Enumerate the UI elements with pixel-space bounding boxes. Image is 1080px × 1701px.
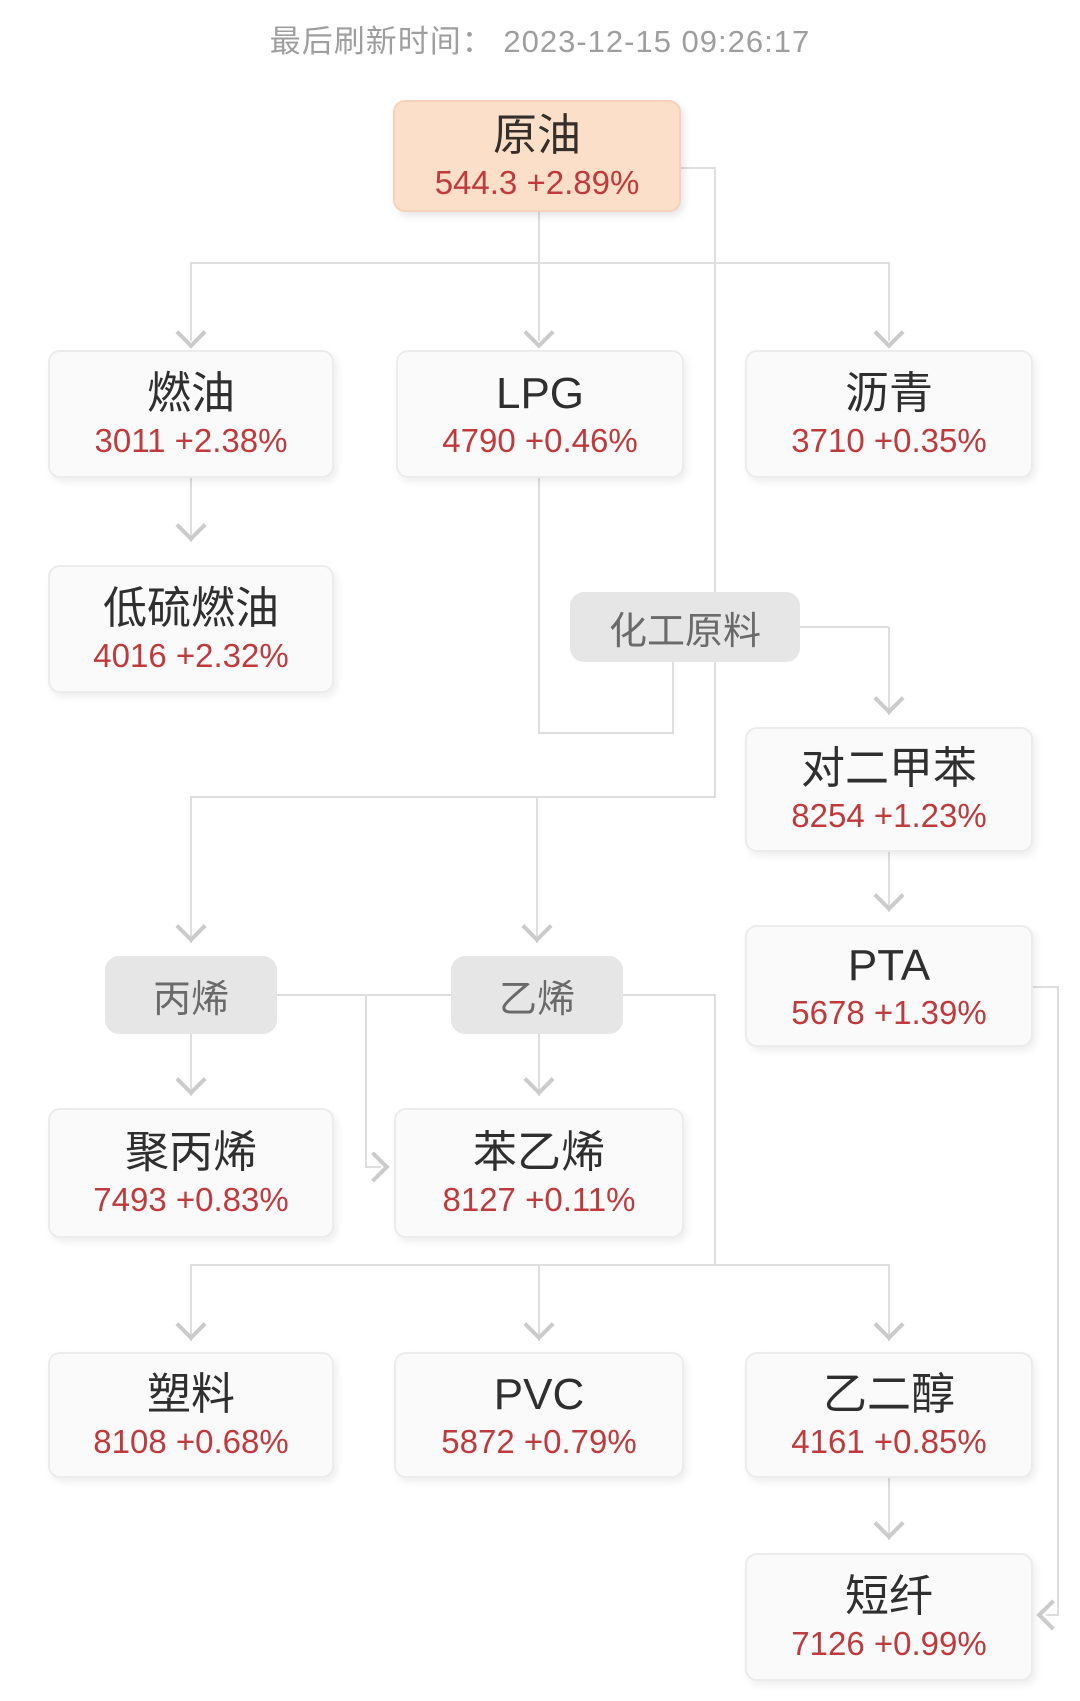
- node-value: 5872 +0.79%: [441, 1422, 637, 1460]
- connector-line: [538, 1265, 540, 1341]
- connector-line: [888, 1265, 890, 1341]
- node-value: 3710 +0.35%: [791, 421, 987, 459]
- connector-line: [190, 263, 192, 341]
- connector-line: [714, 167, 716, 798]
- connector-line: [623, 994, 716, 996]
- node-ethylene: 乙烯: [451, 956, 623, 1034]
- connector-line: [190, 478, 192, 542]
- arrow-down-icon: [175, 911, 207, 943]
- node-plastics[interactable]: 塑料 8108 +0.68%: [48, 1352, 334, 1478]
- node-short-fiber[interactable]: 短纤 7126 +0.99%: [745, 1553, 1033, 1681]
- connector-line: [190, 262, 890, 264]
- node-title: 低硫燃油: [103, 583, 279, 633]
- node-polypropylene[interactable]: 聚丙烯 7493 +0.83%: [48, 1108, 334, 1238]
- arrow-down-icon: [521, 911, 553, 943]
- node-value: 544.3 +2.89%: [434, 163, 640, 201]
- node-crude-oil[interactable]: 原油 544.3 +2.89%: [393, 100, 681, 212]
- connector-line: [190, 1265, 192, 1341]
- arrow-down-icon: [175, 1309, 207, 1341]
- connector-line: [365, 995, 367, 1168]
- connector-line: [680, 167, 716, 169]
- node-value: 4790 +0.46%: [442, 421, 638, 459]
- connector-line: [888, 1478, 890, 1540]
- node-title: 短纤: [845, 1571, 933, 1621]
- connector-line: [714, 995, 716, 1266]
- node-value: 7493 +0.83%: [93, 1180, 289, 1218]
- arrow-down-icon: [523, 1064, 555, 1096]
- node-value: 4016 +2.32%: [93, 636, 289, 674]
- last-refresh-time: 最后刷新时间： 2023-12-15 09:26:17: [0, 16, 1080, 61]
- connector-line: [538, 1034, 540, 1096]
- connector-line: [888, 263, 890, 341]
- arrow-down-icon: [523, 1309, 555, 1341]
- node-pta[interactable]: PTA 5678 +1.39%: [745, 925, 1033, 1047]
- connector-line: [365, 1166, 381, 1168]
- arrow-down-icon: [175, 317, 207, 349]
- node-low-sulfur-fuel-oil[interactable]: 低硫燃油 4016 +2.32%: [48, 565, 334, 693]
- arrow-down-icon: [873, 317, 905, 349]
- arrow-down-icon: [175, 510, 207, 542]
- node-title: 聚丙烯: [125, 1127, 257, 1177]
- node-ethylene-glycol[interactable]: 乙二醇 4161 +0.85%: [745, 1352, 1033, 1478]
- arrow-down-icon: [873, 683, 905, 715]
- node-title: 原油: [493, 110, 581, 160]
- node-propylene: 丙烯: [105, 956, 277, 1034]
- connector-line: [1057, 987, 1059, 1616]
- arrow-down-icon: [175, 1064, 207, 1096]
- tag-label: 丙烯: [152, 978, 229, 1021]
- node-pvc[interactable]: PVC 5872 +0.79%: [394, 1352, 684, 1478]
- connector-line: [538, 212, 540, 264]
- arrow-down-icon: [873, 1309, 905, 1341]
- node-title: 燃油: [147, 368, 235, 418]
- node-asphalt[interactable]: 沥青 3710 +0.35%: [745, 350, 1033, 478]
- connector-line: [538, 478, 540, 734]
- connector-line: [190, 1264, 890, 1266]
- connector-line: [277, 994, 451, 996]
- node-title: 苯乙烯: [473, 1127, 605, 1177]
- connector-line: [538, 732, 674, 734]
- node-title: PVC: [493, 1369, 585, 1419]
- node-value: 8127 +0.11%: [442, 1180, 636, 1218]
- connector-line: [190, 1034, 192, 1096]
- node-title: 塑料: [147, 1369, 235, 1419]
- node-value: 4161 +0.85%: [791, 1422, 987, 1460]
- arrow-down-icon: [873, 880, 905, 912]
- arrow-left-icon: [1036, 1599, 1068, 1631]
- node-lpg[interactable]: LPG 4790 +0.46%: [396, 350, 684, 478]
- node-paraxylene[interactable]: 对二甲苯 8254 +1.23%: [745, 727, 1033, 852]
- node-value: 8108 +0.68%: [93, 1422, 289, 1460]
- node-value: 8254 +1.23%: [791, 797, 987, 834]
- node-value: 5678 +1.39%: [791, 993, 987, 1031]
- tag-label: 化工原料: [608, 610, 761, 653]
- node-value: 7126 +0.99%: [791, 1624, 987, 1662]
- node-title: 对二甲苯: [801, 744, 977, 793]
- connector-line: [190, 797, 192, 943]
- connector-line: [888, 627, 890, 715]
- connector-line: [536, 797, 538, 943]
- arrow-down-icon: [873, 1508, 905, 1540]
- connector-line: [1046, 1614, 1058, 1616]
- node-title: PTA: [847, 940, 931, 990]
- connector-line: [190, 796, 716, 798]
- connector-line: [538, 263, 540, 341]
- node-chemical-feedstock: 化工原料: [570, 592, 800, 662]
- refresh-label: 最后刷新时间：: [269, 24, 494, 59]
- node-value: 3011 +2.38%: [94, 421, 288, 459]
- connector-line: [672, 662, 674, 734]
- arrow-down-icon: [523, 317, 555, 349]
- node-title: LPG: [495, 368, 585, 418]
- arrow-right-icon: [358, 1151, 390, 1183]
- node-styrene[interactable]: 苯乙烯 8127 +0.11%: [394, 1108, 684, 1238]
- connector-line: [800, 626, 889, 628]
- node-title: 沥青: [845, 368, 933, 418]
- tag-label: 乙烯: [498, 978, 575, 1021]
- node-fuel-oil[interactable]: 燃油 3011 +2.38%: [48, 350, 334, 478]
- node-title: 乙二醇: [823, 1369, 955, 1419]
- refresh-value: 2023-12-15 09:26:17: [503, 24, 811, 59]
- connector-line: [1033, 986, 1059, 988]
- connector-line: [888, 852, 890, 912]
